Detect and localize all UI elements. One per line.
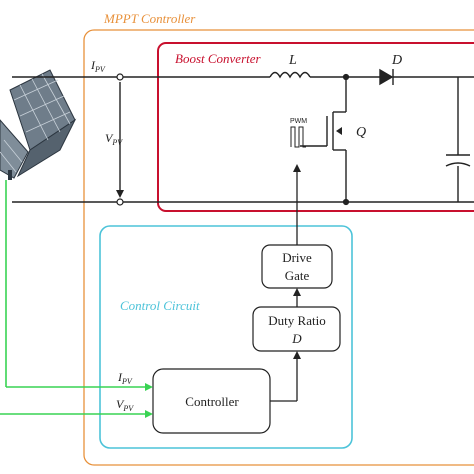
- drive-gate-line1: Drive: [282, 250, 312, 265]
- ipv-ctrl-symbol: I: [117, 370, 123, 384]
- control-circuit-frame: [99, 225, 353, 449]
- ipv-ctrl-label: IPV: [117, 370, 133, 386]
- inductor-label: L: [288, 53, 297, 68]
- pwm-waveform-icon: [290, 126, 306, 148]
- drive-gate-line2: Gate: [285, 268, 310, 283]
- solar-panel-icon: [0, 69, 77, 180]
- ipv-label: IPV: [90, 58, 106, 74]
- control-arrowheads: [293, 164, 301, 359]
- ipv-symbol: I: [90, 58, 96, 72]
- vpv-ctrl-symbol: V: [116, 397, 125, 411]
- power-circuit: [12, 68, 474, 203]
- circuit-nodes: [116, 73, 350, 206]
- switch-label: Q: [356, 125, 366, 140]
- sensing-wires: [0, 180, 146, 415]
- mppt-controller-title: MPPT Controller: [103, 11, 196, 26]
- switch-arrow-icon: [336, 127, 342, 135]
- controller-label: Controller: [185, 394, 239, 409]
- boost-converter-frame: [157, 42, 474, 212]
- ipv-ctrl-subscript: PV: [121, 377, 133, 386]
- pwm-label: PWM: [290, 118, 307, 125]
- duty-ratio-line1: Duty Ratio: [268, 313, 325, 328]
- mppt-controller-frame: [83, 29, 474, 466]
- vpv-arrow-head: [116, 190, 124, 198]
- vpv-ctrl-label: VPV: [116, 397, 134, 413]
- diode-label: D: [391, 53, 402, 68]
- boost-converter-title: Boost Converter: [175, 51, 262, 66]
- vpv-symbol: V: [105, 131, 114, 145]
- control-wires: [270, 170, 298, 402]
- ipv-subscript: PV: [94, 65, 106, 74]
- vpv-label: VPV: [105, 131, 123, 147]
- vpv-ctrl-subscript: PV: [122, 404, 134, 413]
- duty-ratio-line2: D: [291, 331, 302, 346]
- vpv-subscript: PV: [111, 138, 123, 147]
- sensing-arrowheads: [145, 383, 153, 418]
- control-circuit-title: Control Circuit: [120, 298, 200, 313]
